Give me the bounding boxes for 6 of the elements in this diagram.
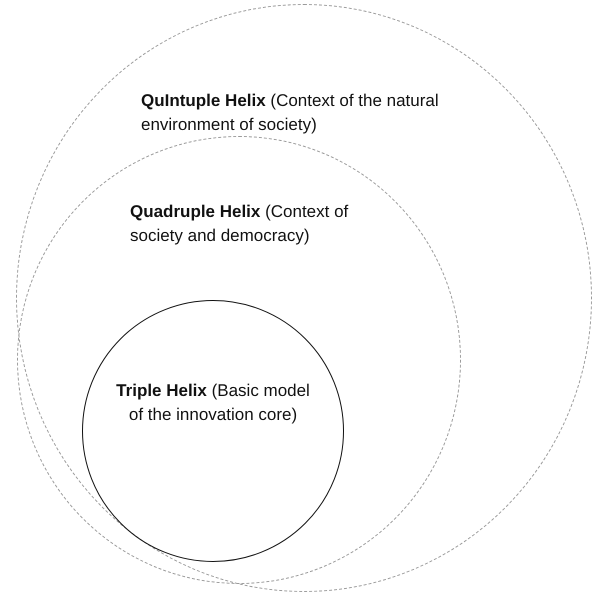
circle-label: QuIntuple Helix (Context of the natural environment of society) [141, 90, 440, 136]
dashed-circle [16, 4, 592, 592]
circle-label: Quadruple Helix (Context of society and democracy) [130, 201, 350, 247]
solid-circle [82, 300, 344, 562]
dashed-circle [17, 136, 461, 584]
circle-label: Triple Helix (Basic model of the innovation core) [115, 380, 311, 426]
